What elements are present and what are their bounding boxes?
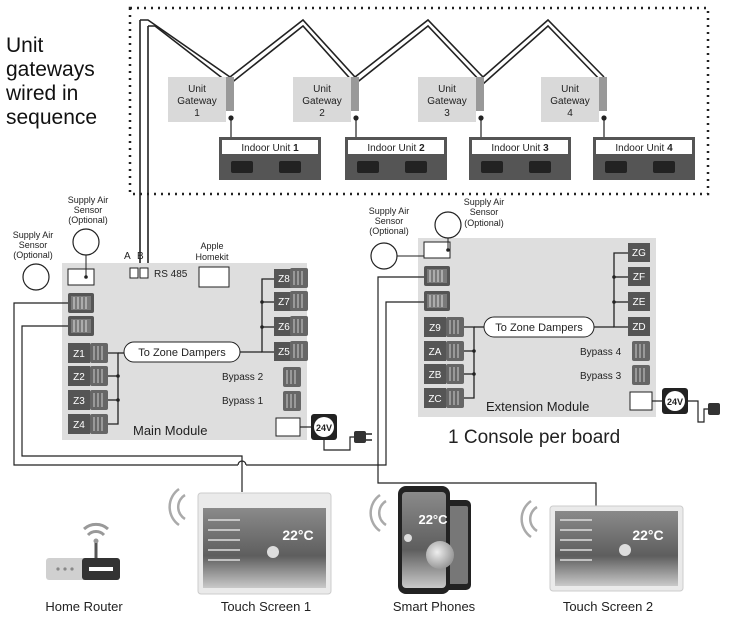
- console-cables: [13, 276, 597, 506]
- home-router-label: Home Router: [45, 599, 123, 614]
- gateway-line1: Unit: [561, 84, 579, 95]
- svg-text:22°C: 22°C: [632, 527, 663, 543]
- gateway-line2: Gateway: [427, 96, 466, 107]
- svg-text:Z2: Z2: [73, 372, 85, 383]
- svg-text:ZF: ZF: [633, 272, 645, 283]
- touch-screen-1-label: Touch Screen 1: [221, 599, 311, 614]
- gateway-number: 3: [444, 108, 450, 119]
- svg-text:Z5: Z5: [278, 347, 290, 358]
- svg-text:Indoor Unit 3: Indoor Unit 3: [491, 143, 549, 154]
- touch-screen-1: 22°C Touch Screen 1: [168, 487, 332, 614]
- svg-text:ZA: ZA: [429, 347, 442, 358]
- svg-text:Z9: Z9: [429, 323, 441, 334]
- gateway-line1: Unit: [438, 84, 456, 95]
- svg-text:A: A: [124, 251, 131, 262]
- gateway-number: 4: [567, 108, 573, 119]
- svg-text:24V: 24V: [667, 397, 683, 407]
- gateway-line2: Gateway: [177, 96, 216, 107]
- svg-text:Indoor Unit 4: Indoor Unit 4: [615, 143, 673, 154]
- svg-text:Z8: Z8: [278, 274, 290, 285]
- svg-text:ZG: ZG: [632, 248, 646, 259]
- heading-line: sequence: [6, 106, 98, 129]
- svg-text:Z6: Z6: [278, 322, 290, 333]
- svg-text:To Zone Dampers: To Zone Dampers: [495, 322, 583, 334]
- main-power-adaptor: 24V: [300, 414, 372, 451]
- page-heading: Unit gateways wired in sequence: [6, 34, 97, 130]
- heading-line: wired in: [6, 82, 79, 105]
- svg-text:22°C: 22°C: [282, 527, 313, 543]
- svg-text:Z7: Z7: [278, 297, 290, 308]
- svg-text:RS 485: RS 485: [154, 269, 188, 280]
- gateway-number: 1: [194, 108, 200, 119]
- unit-gateway-1: Unit Gateway 1: [168, 77, 234, 122]
- svg-text:Z1: Z1: [73, 349, 85, 360]
- svg-text:Indoor Unit 1: Indoor Unit 1: [241, 143, 299, 154]
- smart-phones-label: Smart Phones: [393, 599, 476, 614]
- svg-text:Bypass 2: Bypass 2: [222, 372, 264, 383]
- gateway-line1: Unit: [313, 84, 331, 95]
- gateway-line2: Gateway: [550, 96, 589, 107]
- svg-text:22°C: 22°C: [418, 512, 448, 527]
- gateway-chain-wiring: [140, 18, 605, 86]
- svg-text:ZB: ZB: [429, 370, 442, 381]
- indoor-unit-2: Indoor Unit 2: [345, 137, 447, 180]
- svg-text:Indoor Unit 2: Indoor Unit 2: [367, 143, 425, 154]
- unit-gateway-4: Unit Gateway 4: [541, 77, 607, 122]
- svg-text:Bypass 3: Bypass 3: [580, 371, 622, 382]
- indoor-unit-1: Indoor Unit 1: [219, 137, 321, 180]
- svg-text:To Zone Dampers: To Zone Dampers: [138, 347, 226, 359]
- unit-gateway-3: Unit Gateway 3: [418, 77, 484, 122]
- main-module-label: Main Module: [133, 423, 207, 438]
- svg-text:Bypass 1: Bypass 1: [222, 396, 264, 407]
- smart-phones: 22°C Smart Phones: [369, 486, 476, 614]
- home-router: Home Router: [45, 522, 123, 614]
- touch-screen-2-label: Touch Screen 2: [563, 599, 653, 614]
- indoor-unit-4: Indoor Unit 4: [593, 137, 695, 180]
- heading-line: Unit: [6, 34, 44, 57]
- svg-text:Z4: Z4: [73, 420, 85, 431]
- svg-text:B: B: [137, 251, 144, 262]
- touch-screen-2: 22°C Touch Screen 2: [520, 499, 684, 614]
- svg-text:Bypass 4: Bypass 4: [580, 347, 622, 358]
- rs485-wires: [139, 20, 149, 268]
- gateway-area-boundary: [128, 6, 710, 196]
- unit-gateway-2: Unit Gateway 2: [293, 77, 359, 122]
- svg-text:ZD: ZD: [632, 322, 645, 333]
- svg-text:24V: 24V: [316, 423, 332, 433]
- svg-text:ZE: ZE: [633, 297, 646, 308]
- gateway-line1: Unit: [188, 84, 206, 95]
- svg-text:Z3: Z3: [73, 396, 85, 407]
- indoor-unit-3: Indoor Unit 3: [469, 137, 571, 180]
- svg-text:ZC: ZC: [428, 394, 441, 405]
- gateway-line2: Gateway: [302, 96, 341, 107]
- heading-line: gateways: [6, 58, 95, 81]
- gateway-number: 2: [319, 108, 325, 119]
- extension-power-adaptor: 24V: [652, 388, 720, 423]
- extension-module-label: Extension Module: [486, 399, 589, 414]
- console-note: 1 Console per board: [448, 427, 620, 448]
